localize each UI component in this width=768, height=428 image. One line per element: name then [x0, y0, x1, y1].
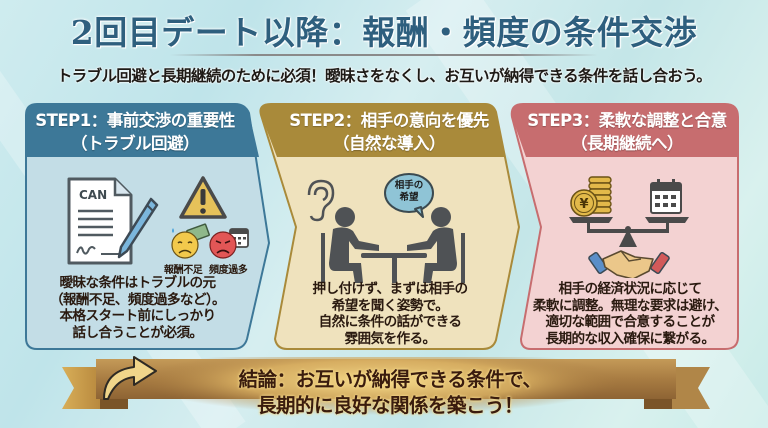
conclusion-line-2: 長期的に良好な関係を築こう！ [256, 394, 524, 417]
step-2-line: 希望を聞く姿勢で。 [331, 297, 449, 314]
step-2-shape [259, 103, 521, 350]
step-3-line: 柔軟に調整。無理な要求は避け、 [532, 297, 728, 314]
pen-icon [117, 197, 159, 259]
step-1-card: STEP1：事前交渉の重要性 （トラブル回避） CAN [25, 103, 270, 350]
sad-face-money-icon [171, 223, 210, 259]
step-2-header: STEP2：相手の意向を優先 （自然な導入） [273, 109, 505, 155]
calendar-icon [650, 179, 682, 214]
title-divider [170, 54, 598, 56]
conclusion-ribbon [62, 357, 710, 415]
page-subtitle: トラブル回避と長期継続のために必須！曖昧さをなくし、お互いが納得できる条件を話し… [56, 67, 712, 85]
step-1-shape [25, 103, 270, 350]
step-2-line: 押し付けず、まずは相手の [312, 281, 469, 297]
caption-excessive-frequency: 頻度過多 [209, 265, 248, 276]
step-3-header: STEP3：柔軟な調整と合意 （長期継続へ） [517, 109, 737, 155]
curved-arrow-icon [103, 356, 157, 400]
step-1-line: （報酬不足、頻度過多など）。 [49, 291, 226, 308]
step-1-subtitle: （トラブル回避） [71, 134, 200, 153]
speech-bubble-text: 相手の 希望 [389, 180, 429, 204]
bubble-line: 相手の [394, 180, 424, 191]
step-3-subtitle: （長期継続へ） [571, 134, 684, 153]
step-3-card: STEP3：柔軟な調整と合意 （長期継続へ） ¥ [509, 103, 739, 350]
step-2-line: 自然に条件の話ができる [318, 314, 462, 330]
step-2-description: 押し付けず、まずは相手の 希望を聞く姿勢で。 自然に条件の話ができる 雰囲気を作… [275, 281, 505, 347]
step-3-line: 相手の経済状況に応じて [558, 281, 703, 297]
bubble-line: 希望 [399, 192, 419, 203]
page-title: 2回目デート以降：報酬・頻度の条件交渉 [70, 13, 698, 52]
step-1-line: 本格スタート前にしっかり [59, 308, 217, 324]
step-1-line: 話し合うことが必須。 [72, 324, 204, 341]
balance-scale-icon: ¥ [569, 176, 689, 278]
step-2-line: 雰囲気を作る。 [344, 330, 437, 347]
angry-face-calendar-icon [209, 228, 249, 259]
conclusion-text: 結論：お互いが納得できる条件で、 長期的に良好な関係を築こう！ [150, 367, 630, 419]
svg-text:¥: ¥ [579, 197, 588, 212]
step-3-shape [510, 103, 739, 350]
step-2-title: STEP2：相手の意向を優先 [289, 111, 489, 130]
step-3-description: 相手の経済状況に応じて 柔軟に調整。無理な要求は避け、 適切な範囲で合意すること… [521, 281, 739, 347]
two-people-table-icon [307, 173, 465, 283]
step-3-line: 適切な範囲で合意することが [545, 314, 716, 330]
step-1-line: 曖昧な条件はトラブルの元 [59, 275, 217, 291]
conclusion-line-1: 結論：お互いが納得できる条件で、 [238, 368, 542, 391]
step-3-title: STEP3：柔軟な調整と合意 [527, 111, 727, 130]
step-1-header: STEP1：事前交渉の重要性 （トラブル回避） [25, 109, 245, 155]
speech-bubble-icon [384, 173, 434, 218]
step-2-card: STEP2：相手の意向を優先 （自然な導入） 相手の 希望 押し付けず、まずは相… [253, 103, 521, 350]
caption-insufficient-pay: 報酬不足 [164, 265, 203, 276]
step-1-description: 曖昧な条件はトラブルの元 （報酬不足、頻度過多など）。 本格スタート前にしっかり… [25, 275, 250, 341]
svg-text:CAN: CAN [79, 188, 107, 202]
ear-icon [307, 179, 335, 222]
handshake-icon [588, 250, 670, 278]
yen-coins-icon: ¥ [570, 176, 612, 217]
warning-triangle-icon [179, 176, 227, 219]
step-3-line: 長期的な収入確保に繋がる。 [545, 330, 716, 347]
contract-document-icon: CAN [67, 177, 159, 265]
step-1-title: STEP1：事前交渉の重要性 [35, 111, 235, 130]
step-2-subtitle: （自然な導入） [333, 134, 446, 153]
